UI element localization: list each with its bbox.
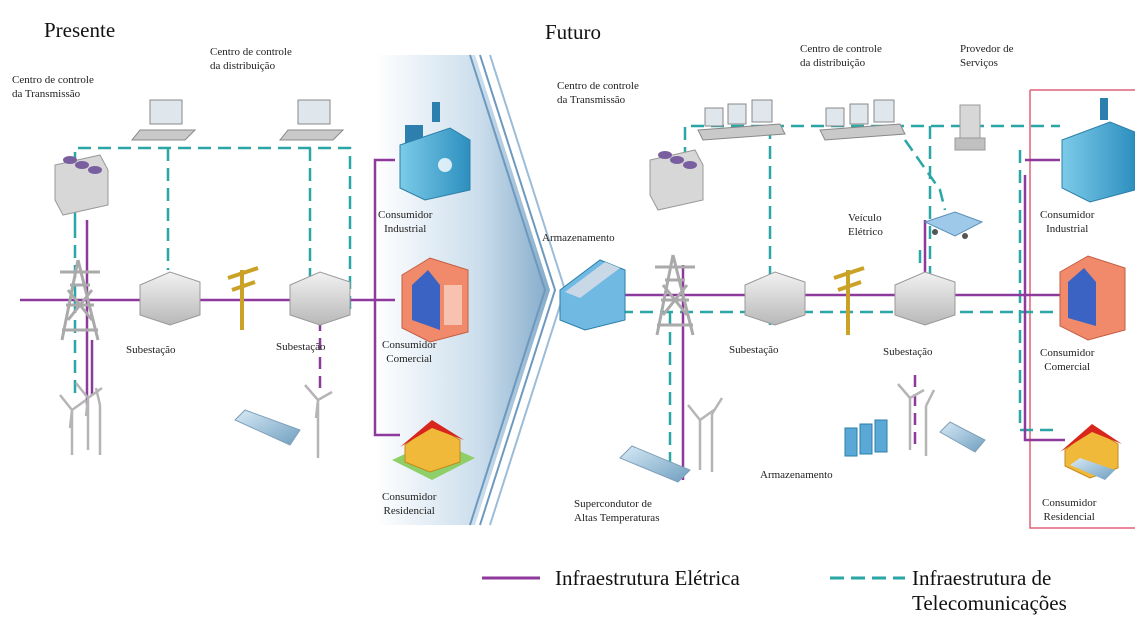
service-provider-label: Provedor de Serviços: [960, 43, 1014, 69]
service-provider-server-icon: [954, 104, 986, 151]
legend-telecom-label: Infraestrutura de Telecomunicações: [912, 566, 1067, 615]
future-substation-label: Subestação: [883, 346, 933, 358]
wind-turbine-icon: [687, 397, 724, 472]
present-commercial-consumer-label: Consumidor Comercial: [382, 339, 437, 365]
legend-electrical-label: Infraestrutura Elétrica: [555, 566, 740, 590]
storage-battery-icon: [559, 259, 626, 331]
future-industrial-consumer-label: Consumidor Industrial: [1040, 209, 1095, 235]
computer-cluster-icon: [819, 99, 906, 141]
electric-vehicle-icon: [923, 211, 984, 239]
future-residential-consumer-label: Consumidor Residencial: [1042, 497, 1097, 523]
utility-pole-icon: [227, 266, 259, 330]
electric-vehicle-label: Veículo Elétrico: [848, 212, 883, 238]
substation-icon: [289, 271, 351, 326]
future-telecom-lines: [580, 124, 1060, 470]
present-industrial-consumer-label: Consumidor Industrial: [378, 209, 433, 235]
future-distribution-center-label: Centro de controle da distribuição: [800, 43, 882, 69]
computer-icon: [130, 99, 197, 141]
residential-house-icon: [392, 420, 475, 480]
commercial-building-icon: [401, 257, 469, 343]
future-storage-label: Armazenamento: [760, 469, 833, 481]
superconductor-cable-icon: [619, 445, 691, 483]
wind-turbine-icon: [304, 384, 333, 458]
industrial-building-icon: [399, 102, 471, 201]
computer-icon: [278, 99, 345, 141]
present-telecom-lines: [73, 146, 352, 400]
substation-icon: [894, 271, 956, 326]
future-transmission-center-label: Centro de controle da Transmissão: [557, 80, 639, 106]
future-electrical-lines: [570, 158, 1065, 480]
substation-icon: [139, 271, 201, 326]
transmission-tower-icon: [60, 259, 100, 341]
future-commercial-consumer-label: Consumidor Comercial: [1040, 347, 1095, 373]
hts-label: Supercondutor de Altas Temperaturas: [574, 498, 660, 524]
present-substation-label: Subestação: [276, 341, 326, 353]
consumer-highlight-box: [1029, 89, 1135, 529]
substation-icon: [744, 271, 806, 326]
present-distribution-center-label: Centro de controle da distribuição: [210, 46, 292, 72]
industrial-building-icon: [1061, 98, 1135, 203]
wind-turbine-icon: [59, 382, 103, 455]
residential-house-icon: [1060, 424, 1122, 480]
present-substation-label: Subestação: [126, 344, 176, 356]
transmission-tower-icon: [655, 254, 695, 336]
present-heading: Presente: [44, 18, 116, 42]
solar-panel-icon: [234, 409, 301, 446]
utility-pole-icon: [833, 266, 865, 335]
transmission-control-server-icon: [54, 154, 109, 216]
storage-battery-icon: [844, 419, 888, 457]
wind-turbine-icon: [897, 383, 936, 456]
future-storage-label: Armazenamento: [542, 232, 615, 244]
transmission-control-server-icon: [649, 149, 704, 211]
present-transmission-center-label: Centro de controle da Transmissão: [12, 74, 94, 100]
commercial-building-icon: [1059, 255, 1126, 341]
present-residential-consumer-label: Consumidor Residencial: [382, 491, 437, 517]
computer-cluster-icon: [697, 99, 786, 141]
future-heading: Futuro: [545, 20, 602, 44]
future-substation-label: Subestação: [729, 344, 779, 356]
solar-panel-icon: [939, 421, 986, 453]
